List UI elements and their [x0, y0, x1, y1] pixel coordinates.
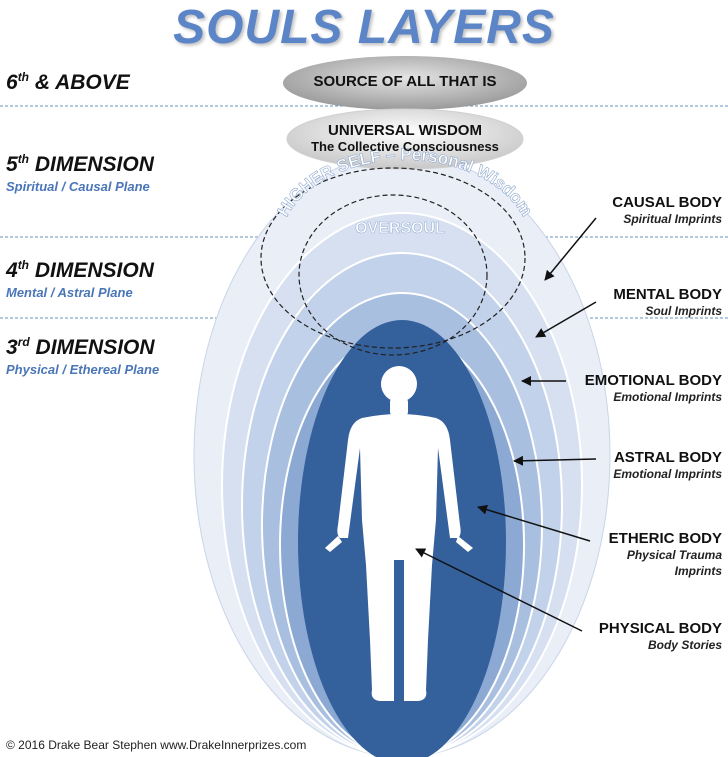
body-name: ETHERIC BODY: [608, 530, 722, 547]
higher-self-ring: [260, 167, 526, 349]
body-name: EMOTIONAL BODY: [584, 372, 722, 389]
dimension-label: 6th & ABOVE: [6, 70, 130, 94]
universal-wisdom-oval: [286, 108, 524, 170]
universal-wisdom-title: UNIVERSAL WISDOM: [328, 122, 482, 139]
causal-body-label: CAUSAL BODY Spiritual Imprints: [612, 194, 722, 227]
physical-body-arrow: [415, 548, 583, 632]
mental-body-label: MENTAL BODY Soul Imprints: [613, 286, 722, 319]
copyright-notice: © 2016 Drake Bear Stephen www.DrakeInner…: [6, 738, 307, 752]
body-name: ASTRAL BODY: [613, 449, 722, 466]
dimension-label: 3rd DIMENSION: [6, 335, 155, 359]
astral-body-label: ASTRAL BODY Emotional Imprints: [613, 449, 722, 482]
dimension-plane: Physical / Ethereal Plane: [6, 362, 160, 377]
diagram-title: SOULS LAYERS: [173, 1, 555, 54]
mental-body-arrow: [535, 301, 597, 338]
body-imprints: Spiritual Imprints: [623, 212, 722, 226]
source-oval: [283, 56, 527, 110]
astral-body-arrow: [513, 455, 597, 466]
dimension-plane: Spiritual / Causal Plane: [6, 179, 150, 194]
dimension-3rd: 3rd DIMENSION Physical / Ethereal Plane: [6, 335, 159, 377]
dimension-6-above: 6th & ABOVE: [6, 70, 130, 95]
etheric-body-label: ETHERIC BODY Physical Trauma Imprints: [602, 530, 722, 579]
emotional-body-label: EMOTIONAL BODY Emotional Imprints: [585, 372, 722, 405]
body-imprints: Emotional Imprints: [613, 467, 722, 481]
etheric-body-arrow: [477, 504, 591, 542]
universal-wisdom-subtitle: The Collective Consciousness: [311, 139, 499, 154]
dimension-4th: 4th DIMENSION Mental / Astral Plane: [6, 258, 154, 300]
body-imprints: Soul Imprints: [645, 304, 722, 318]
body-imprints: Emotional Imprints: [613, 390, 722, 404]
body-name: CAUSAL BODY: [612, 194, 722, 211]
oversoul-ring: [298, 194, 488, 356]
body-name: PHYSICAL BODY: [598, 620, 722, 637]
body-name: MENTAL BODY: [613, 286, 722, 303]
source-label: SOURCE OF ALL THAT IS: [313, 73, 497, 90]
body-imprints: Body Stories: [647, 638, 722, 652]
dimension-label: 4th DIMENSION: [6, 258, 154, 282]
human-silhouette-icon: [325, 366, 473, 701]
causal-body-arrow: [544, 217, 597, 281]
physical-body-label: PHYSICAL BODY Body Stories: [599, 620, 722, 653]
dimension-plane: Mental / Astral Plane: [6, 285, 133, 300]
universal-wisdom-label: UNIVERSAL WISDOM The Collective Consciou…: [287, 122, 523, 154]
oversoul-label: OVERSOUL: [355, 220, 445, 237]
dimension-5th: 5th DIMENSION Spiritual / Causal Plane: [6, 152, 154, 194]
body-imprints: Physical Trauma Imprints: [626, 548, 722, 578]
dimension-label: 5th DIMENSION: [6, 152, 154, 176]
